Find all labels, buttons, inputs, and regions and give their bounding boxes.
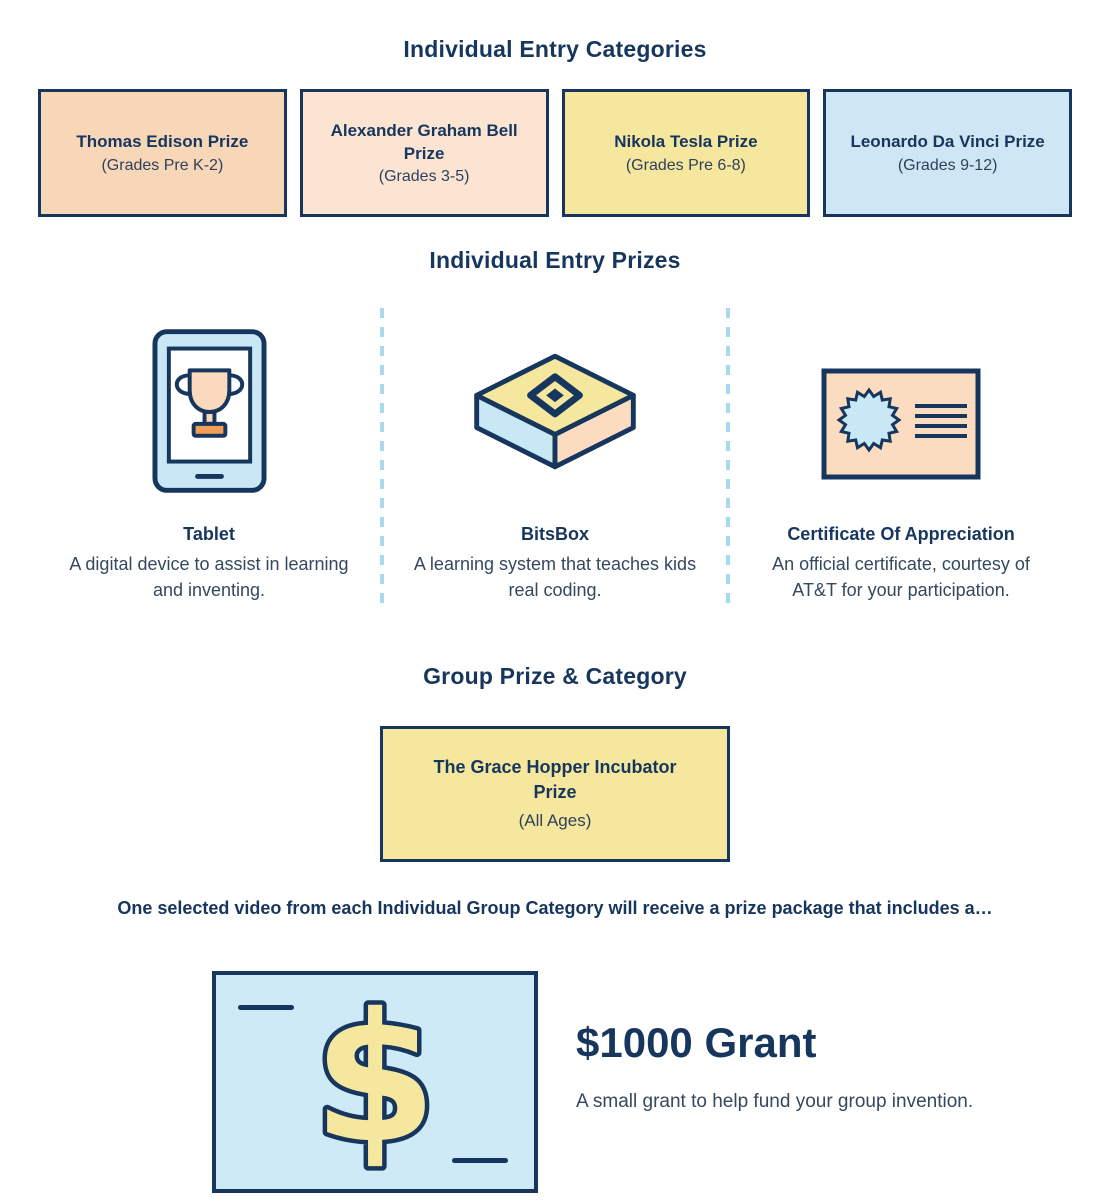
prize-description: An official certificate, courtesy of AT&… (772, 554, 1030, 601)
dashed-separator (726, 308, 730, 604)
category-grades: (Grades 3-5) (378, 168, 470, 186)
grant-description: A small grant to help fund your group in… (576, 1090, 974, 1112)
prize-bitsbox: BitsBox A learning system that teaches k… (384, 308, 726, 603)
category-row: Thomas Edison Prize (Grades Pre K-2) Ale… (0, 89, 1110, 217)
grant-card: $ (212, 970, 538, 1193)
group-section-title: Group Prize & Category (423, 663, 687, 690)
category-name: Leonardo Da Vinci Prize (850, 132, 1045, 152)
prize-name: Tablet (183, 524, 235, 544)
certificate-icon (748, 308, 1054, 494)
category-grades: (Grades Pre 6-8) (625, 156, 746, 174)
category-grades: (Grades 9-12) (897, 156, 998, 174)
prize-package-banner: One selected video from each Individual … (117, 897, 993, 918)
card-dash-top-left (238, 1004, 294, 1010)
group-prize-name: The Grace Hopper Incubator Prize (433, 757, 677, 803)
prize-tablet: Tablet A digital device to assist in lea… (38, 308, 380, 603)
category-name: Nikola Tesla Prize (614, 132, 758, 152)
grant-heading: $1000 Grant (576, 1018, 817, 1066)
category-box-leonardo-da-vinci: Leonardo Da Vinci Prize (Grades 9-12) (823, 89, 1072, 217)
card-dash-bottom-right (452, 1157, 508, 1163)
categories-section-title: Individual Entry Categories (403, 36, 707, 62)
group-prize-ages: (All Ages) (518, 810, 592, 830)
dashed-separator (380, 308, 384, 604)
prizes-row: Tablet A digital device to assist in lea… (0, 308, 1110, 604)
category-box-alexander-graham-bell: Alexander Graham Bell Prize (Grades 3-5) (299, 89, 549, 217)
grant-section: $ $1000 Grant A small grant to help fund… (0, 970, 1110, 1193)
svg-text:$: $ (313, 982, 437, 1182)
group-prize-box: The Grace Hopper Incubator Prize (All Ag… (380, 726, 730, 862)
category-name: Thomas Edison Prize (76, 132, 249, 152)
tablet-icon (56, 308, 362, 494)
prize-name: BitsBox (520, 524, 589, 544)
bitsbox-icon (402, 308, 708, 494)
prize-certificate: Certificate Of Appreciation An official … (730, 308, 1072, 603)
category-grades: (Grades Pre K-2) (101, 156, 224, 174)
prizes-section-title: Individual Entry Prizes (429, 247, 681, 273)
dollar-sign-icon: $ (309, 982, 442, 1182)
category-box-nikola-tesla: Nikola Tesla Prize (Grades Pre 6-8) (561, 89, 811, 217)
category-name: Alexander Graham Bell Prize (330, 120, 518, 163)
prize-description: A digital device to assist in learning a… (69, 554, 349, 601)
prize-name: Certificate Of Appreciation (787, 524, 1015, 544)
grant-text-block: $1000 Grant A small grant to help fund y… (576, 971, 973, 1193)
category-box-thomas-edison: Thomas Edison Prize (Grades Pre K-2) (38, 89, 287, 217)
prize-description: A learning system that teaches kids real… (413, 554, 697, 601)
